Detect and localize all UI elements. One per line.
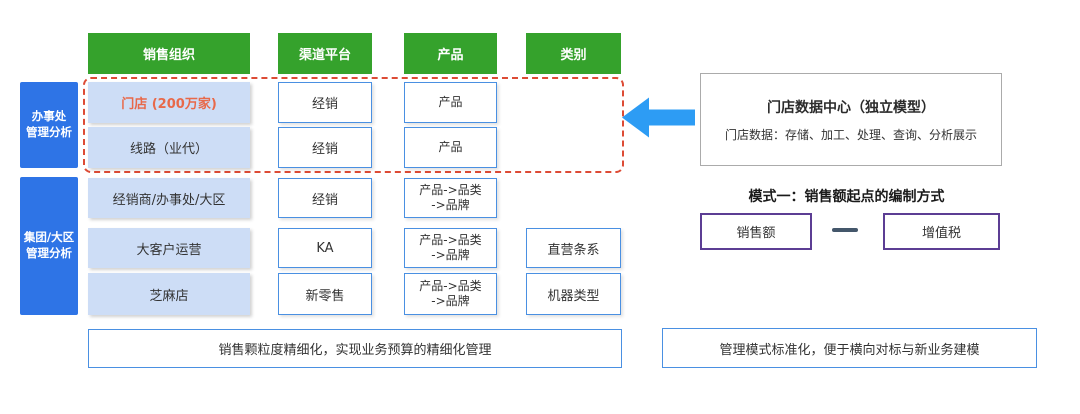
channel-cell-distribution-3: 经销 [278, 178, 372, 218]
group-label-region-analysis: 集团/大区 管理分析 [20, 177, 78, 315]
callout-title: 门店数据中心（独立模型） [767, 99, 935, 116]
org-cell-distributor: 经销商/办事处/大区 [88, 178, 250, 218]
category-cell-direct-line: 直营条系 [526, 228, 621, 268]
channel-cell-distribution-2: 经销 [278, 127, 372, 168]
dashed-highlight-box [83, 77, 624, 173]
callout-subtitle: 门店数据：存储、加工、处理、查询、分析展示 [724, 127, 977, 142]
banner-left: 销售颗粒度精细化，实现业务预算的精细化管理 [88, 329, 622, 368]
banner-right: 管理模式标准化，便于横向对标与新业务建模 [662, 328, 1037, 368]
product-cell-3: 产品->品类 ->品牌 [404, 178, 497, 218]
product-cell-2: 产品 [404, 127, 497, 168]
arrow-left-icon [622, 97, 695, 138]
column-header-category: 类别 [526, 33, 621, 74]
org-cell-stores: 门店 (200万家) [88, 82, 250, 123]
column-header-product: 产品 [404, 33, 497, 74]
org-cell-key-account: 大客户运营 [88, 228, 250, 268]
sales-amount-box: 销售额 [700, 213, 812, 250]
channel-cell-ka: KA [278, 228, 372, 268]
column-header-sales-org: 销售组织 [88, 33, 250, 74]
vat-box: 增值税 [883, 213, 1000, 250]
channel-cell-distribution-1: 经销 [278, 82, 372, 123]
channel-cell-new-retail: 新零售 [278, 273, 372, 315]
category-cell-machine-type: 机器类型 [526, 273, 621, 315]
product-cell-5: 产品->品类 ->品牌 [404, 273, 497, 315]
callout-box: 门店数据中心（独立模型） 门店数据：存储、加工、处理、查询、分析展示 [700, 73, 1002, 166]
group-label-office-analysis: 办事处 管理分析 [20, 82, 78, 168]
product-cell-1: 产品 [404, 82, 497, 123]
org-cell-sesame-store: 芝麻店 [88, 273, 250, 315]
mode-title: 模式一：销售额起点的编制方式 [748, 189, 945, 205]
org-cell-routes: 线路（业代） [88, 127, 250, 168]
product-cell-4: 产品->品类 ->品牌 [404, 228, 497, 268]
minus-connector [832, 228, 858, 232]
column-header-channel-platform: 渠道平台 [278, 33, 372, 74]
